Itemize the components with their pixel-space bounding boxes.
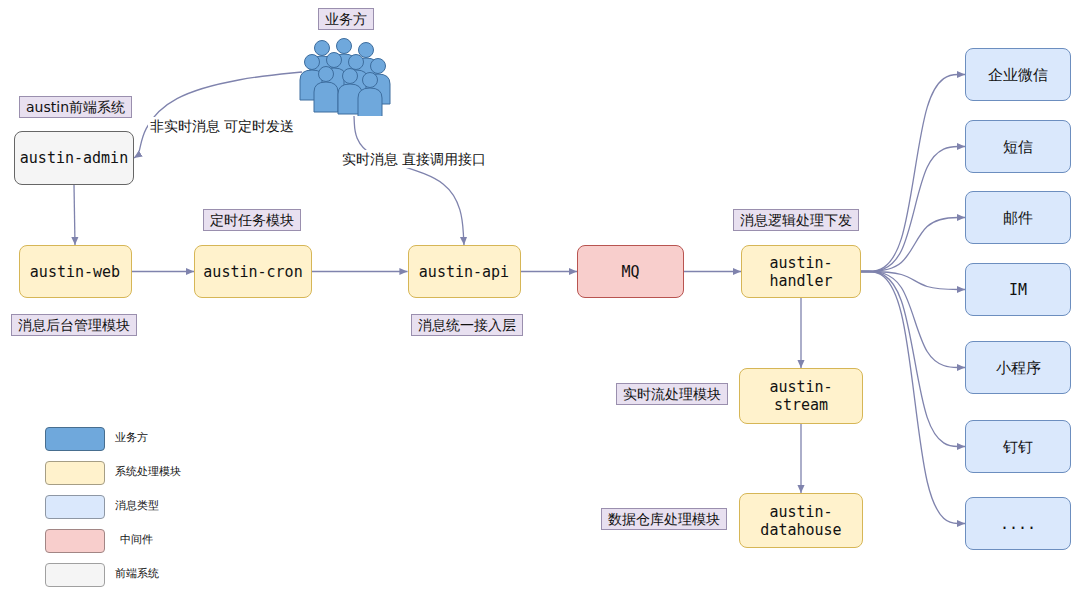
process-box: 企业微信 <box>965 48 1071 101</box>
legend-label: 中间件 <box>120 533 153 547</box>
box-label: austin-stream <box>740 378 862 414</box>
connector <box>684 271 741 272</box>
box-label: .... <box>996 515 1040 533</box>
person-body <box>314 82 338 112</box>
legend-label: 业务方 <box>115 431 148 445</box>
edge-label: 实时消息 直接调用接口 <box>340 150 488 168</box>
process-box: austin-api消息统一接入层 <box>408 245 521 298</box>
people-icon <box>296 38 396 116</box>
connector <box>354 116 464 245</box>
process-box: 实时流处理模块austin-stream <box>739 368 863 424</box>
box-label: austin-api <box>415 263 513 281</box>
process-box: 短信 <box>965 120 1071 173</box>
legend-label: 消息类型 <box>115 499 159 513</box>
module-caption: 数据仓库处理模块 <box>601 508 727 530</box>
box-label: austin-cron <box>199 263 306 281</box>
process-box: 定时任务模块austin-cron <box>194 245 312 298</box>
connector <box>521 271 578 272</box>
connector <box>861 218 965 272</box>
edge-label: 非实时消息 可定时发送 <box>148 117 296 135</box>
module-caption: 定时任务模块 <box>203 209 301 231</box>
box-label: 小程序 <box>992 359 1045 377</box>
process-box: austin-web消息后台管理模块 <box>19 245 132 298</box>
person-head <box>305 55 320 70</box>
process-box: IM <box>965 263 1071 316</box>
connector <box>861 272 965 524</box>
person-head <box>363 73 378 88</box>
box-label: 企业微信 <box>984 66 1052 84</box>
connector <box>861 147 965 272</box>
process-box: austin前端系统austin-admin <box>14 131 134 185</box>
box-label: IM <box>1005 281 1031 299</box>
module-caption: 消息后台管理模块 <box>11 314 137 336</box>
process-box: 邮件 <box>965 191 1071 244</box>
box-label: austin-admin <box>16 149 132 167</box>
process-box: 消息逻辑处理下发austin-handler <box>741 245 861 298</box>
process-box: 小程序 <box>965 341 1071 394</box>
person-head <box>349 55 364 70</box>
person-head <box>343 69 358 84</box>
person-head <box>327 53 342 68</box>
process-box: 数据仓库处理模块austin-datahouse <box>739 493 863 548</box>
box-label: 短信 <box>999 138 1037 156</box>
legend-swatch <box>45 427 105 451</box>
connector <box>132 271 195 272</box>
legend-swatch <box>45 461 105 485</box>
connector <box>861 272 965 290</box>
person-body <box>358 88 382 116</box>
module-caption: 业务方 <box>318 8 374 30</box>
module-caption: 消息统一接入层 <box>411 314 523 336</box>
person-head <box>315 41 330 56</box>
process-box: MQ <box>577 245 684 298</box>
module-caption: 消息逻辑处理下发 <box>733 209 859 231</box>
connector <box>800 424 801 493</box>
box-label: MQ <box>617 263 643 281</box>
legend-swatch <box>45 563 105 587</box>
person-head <box>359 43 374 58</box>
stakeholder-group: 业务方 <box>296 38 396 116</box>
box-label: 邮件 <box>999 209 1037 227</box>
person-head <box>319 67 334 82</box>
process-box: .... <box>965 497 1071 550</box>
connector <box>134 72 302 158</box>
connector <box>861 272 965 447</box>
connector <box>74 185 75 245</box>
legend-swatch <box>45 495 105 519</box>
box-label: austin-datahouse <box>740 503 862 539</box>
person-head <box>337 39 352 54</box>
module-caption: austin前端系统 <box>19 96 132 118</box>
box-label: austin-handler <box>742 254 860 290</box>
module-caption: 实时流处理模块 <box>616 383 728 405</box>
legend-swatch <box>45 529 105 553</box>
connector <box>861 75 965 272</box>
box-label: austin-web <box>26 263 124 281</box>
process-box: 钉钉 <box>965 420 1071 473</box>
box-label: 钉钉 <box>999 438 1037 456</box>
legend-label: 系统处理模块 <box>115 465 181 479</box>
person-head <box>371 59 386 74</box>
connector <box>312 271 408 272</box>
legend-label: 前端系统 <box>115 567 159 581</box>
connector <box>800 298 801 368</box>
